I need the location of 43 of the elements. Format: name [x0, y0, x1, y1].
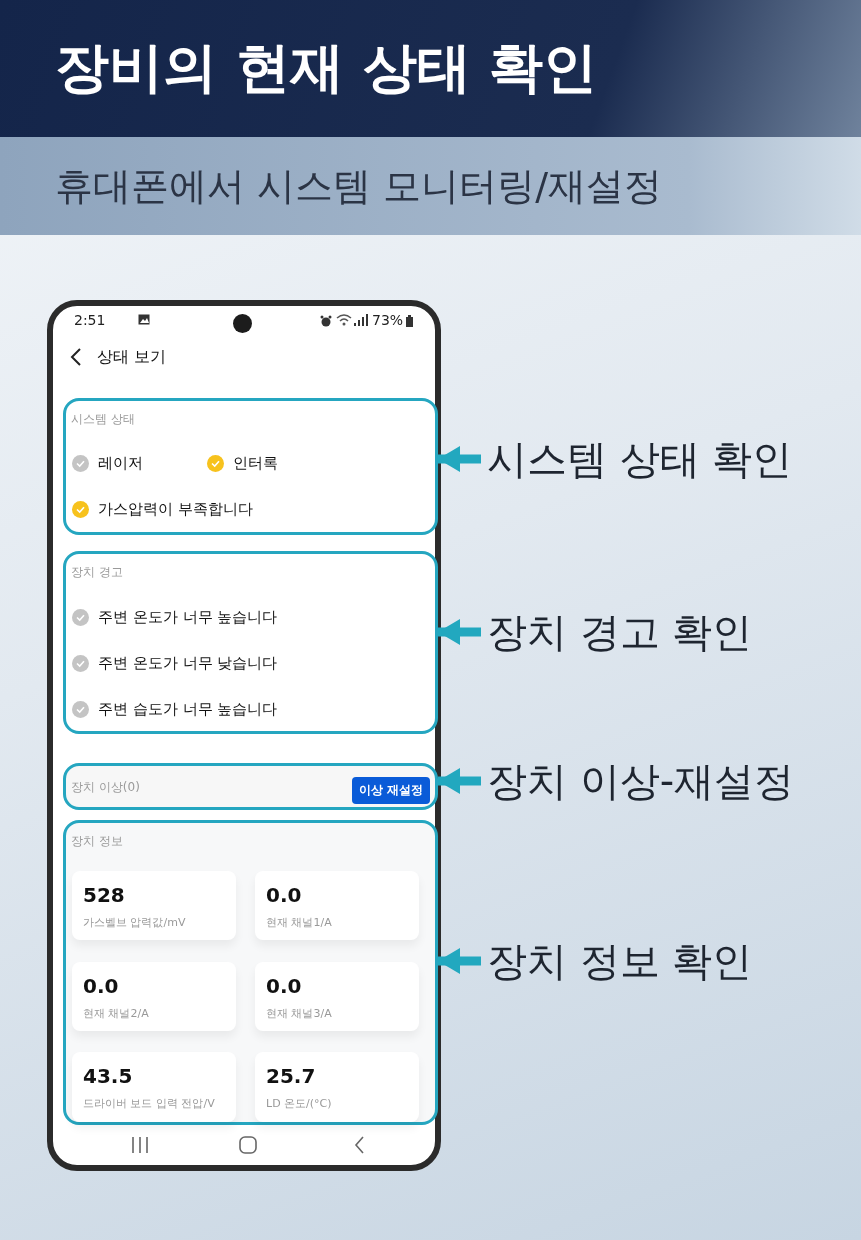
phone-frame	[47, 300, 441, 1171]
callout-text: 장치 정보 확인	[487, 934, 753, 988]
status-item: 가스압력이 부족합니다	[98, 500, 253, 519]
value-caption: 현재 채널1/A	[266, 915, 332, 930]
value-text: 43.5	[83, 1064, 133, 1088]
value-caption: LD 온도/(°C)	[266, 1096, 332, 1111]
highlight-box	[63, 820, 438, 1125]
status-item: 주변 온도가 너무 높습니다	[98, 608, 278, 627]
arrow	[438, 446, 481, 472]
value-text: 0.0	[83, 974, 119, 998]
highlight-box	[63, 551, 438, 734]
value-text: 0.0	[266, 974, 302, 998]
status-item: 주변 습도가 너무 높습니다	[98, 700, 278, 719]
value-text: 0.0	[266, 883, 302, 907]
callout-text: 시스템 상태 확인	[487, 432, 793, 486]
title: 장비의 현재 상태 확인	[55, 35, 598, 101]
status-item: 인터록	[233, 454, 278, 473]
battery-percent: 73%	[372, 312, 404, 328]
callout-text: 장치 이상-재설정	[487, 754, 795, 808]
section-heading: 장치 이상(0)	[71, 779, 140, 796]
subtitle: 휴대폰에서 시스템 모니터링/재설정	[55, 163, 662, 210]
info-card	[255, 1052, 419, 1122]
value-caption: 현재 채널3/A	[266, 1006, 332, 1021]
info-card	[72, 1052, 236, 1122]
arrow	[438, 948, 481, 974]
highlight-box	[63, 763, 438, 810]
value-text: 528	[83, 883, 125, 907]
status-item: 주변 온도가 너무 낮습니다	[98, 654, 278, 673]
section-heading: 장치 경고	[71, 564, 123, 581]
value-caption: 드라이버 보드 입력 전압/V	[83, 1096, 215, 1111]
value-caption: 현재 채널2/A	[83, 1006, 149, 1021]
value-text: 25.7	[266, 1064, 316, 1088]
arrow	[438, 768, 481, 794]
reset-button: 이상 재설정	[352, 777, 430, 804]
arrow	[438, 619, 481, 645]
section-heading: 시스템 상태	[71, 411, 135, 428]
screen-title: 상태 보기	[97, 347, 167, 368]
callout-text: 장치 경고 확인	[487, 605, 753, 659]
section-heading: 장치 정보	[71, 833, 123, 850]
highlight-box	[63, 398, 438, 535]
value-caption: 가스벨브 압력값/mV	[83, 915, 186, 930]
status-item: 레이저	[98, 454, 143, 473]
status-time: 2:51	[74, 312, 106, 328]
